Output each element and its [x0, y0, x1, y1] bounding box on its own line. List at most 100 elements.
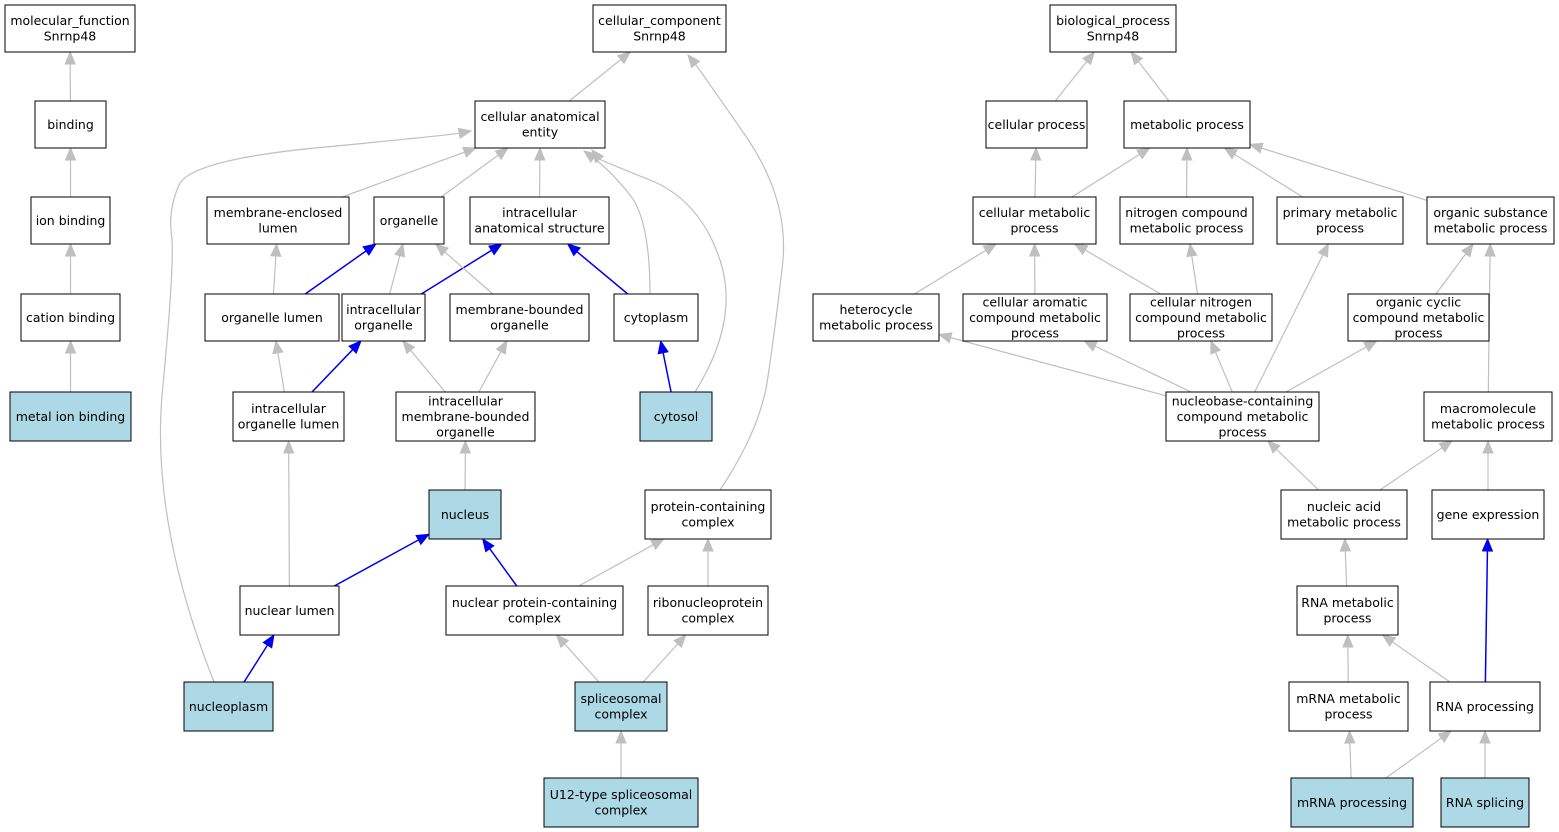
- arrowhead: [462, 146, 478, 158]
- edge-cmp-to-cell_proc: [1030, 146, 1042, 198]
- arrowhead: [488, 243, 503, 256]
- edge-line: [420, 249, 493, 295]
- arrowhead: [1363, 340, 1378, 353]
- term-node-cytosol[interactable]: cytosol: [639, 391, 713, 442]
- term-label-line: anatomical structure: [474, 221, 604, 236]
- arrowhead: [457, 127, 473, 139]
- term-node-ion-binding[interactable]: ion binding: [30, 196, 111, 245]
- term-label-line: intracellular: [251, 401, 327, 416]
- term-label-line: Snrnp48: [1087, 29, 1140, 44]
- term-box: [34, 100, 107, 149]
- edge-ias-to-cae: [534, 146, 546, 198]
- arrowhead: [1181, 146, 1193, 161]
- term-label-line: metabolic process: [819, 318, 933, 333]
- term-node-nucleus[interactable]: nucleus: [428, 489, 502, 540]
- edge-hmp-to-cmp: [914, 243, 998, 295]
- term-label-line: nucleus: [441, 507, 489, 522]
- term-label-line: heterocycle: [839, 302, 912, 317]
- edge-nbccmp-to-cncmp: [1210, 339, 1233, 393]
- term-label-line: process: [1316, 221, 1364, 236]
- edge-line: [1034, 158, 1037, 198]
- edge-nbccmp-to-cacmp: [1083, 340, 1192, 393]
- edge-ic_mbo-to-mbo: [478, 339, 508, 393]
- term-label-line: entity: [522, 125, 559, 140]
- term-node-cation-binding[interactable]: cation binding: [20, 293, 121, 342]
- edge-rnamp-to-namp: [1339, 537, 1352, 587]
- term-node-nuc-lumen[interactable]: nuclear lumen: [239, 585, 340, 636]
- edge-line: [243, 643, 269, 683]
- term-box: [644, 489, 772, 540]
- term-box: [183, 681, 274, 732]
- edge-ic_org_lumen-to-ic_org: [311, 340, 362, 393]
- arrowhead: [1438, 440, 1454, 453]
- arrowhead: [1344, 729, 1356, 744]
- arrowhead: [394, 242, 406, 258]
- edge-cation_binding-to-ion_binding: [64, 242, 77, 294]
- term-label-line: complex: [595, 707, 648, 722]
- edge-gene_expr-to-mmp: [1482, 439, 1494, 490]
- arrowhead: [534, 146, 546, 161]
- edge-line: [1233, 153, 1303, 198]
- term-label-line: membrane-bounded: [456, 302, 584, 317]
- edge-nbccmp-to-pmp: [1254, 242, 1329, 393]
- arrowhead: [1248, 142, 1264, 154]
- term-node-nucleoplasm[interactable]: nucleoplasm: [183, 681, 274, 732]
- term-label-line: compound metabolic: [1135, 310, 1267, 325]
- term-node-met-proc[interactable]: metabolic process: [1123, 100, 1251, 149]
- term-label-line: gene expression: [1437, 507, 1540, 522]
- arrowhead: [1484, 242, 1496, 257]
- edge-cae-to-cc: [568, 51, 632, 102]
- term-label-line: compound metabolic: [969, 310, 1101, 325]
- term-node-cell-proc[interactable]: cellular process: [985, 100, 1088, 149]
- term-node-metal-ion-binding[interactable]: metal ion binding: [9, 391, 132, 442]
- term-box: [1129, 293, 1273, 342]
- term-label-line: ion binding: [36, 213, 106, 228]
- term-node-mrna-proc[interactable]: mRNA processing: [1290, 777, 1414, 828]
- edge-line: [1260, 147, 1428, 201]
- term-node-gene-expr[interactable]: gene expression: [1431, 489, 1545, 540]
- term-node-org-lumen[interactable]: organelle lumen: [204, 293, 340, 342]
- term-node-rna-proc[interactable]: RNA processing: [1429, 681, 1541, 732]
- term-node-organelle[interactable]: organelle: [373, 196, 445, 245]
- arrowhead: [1266, 440, 1281, 454]
- arrowhead: [1210, 339, 1221, 355]
- edge-line: [575, 250, 629, 295]
- edge-line: [694, 63, 785, 491]
- term-node-rna-splicing[interactable]: RNA splicing: [1440, 777, 1530, 828]
- term-box: [574, 681, 668, 732]
- term-box: [204, 293, 340, 342]
- edge-rna_splicing-to-rna_proc: [1479, 729, 1491, 778]
- term-node-cytoplasm[interactable]: cytoplasm: [613, 293, 699, 342]
- term-label-line: cellular_component: [598, 13, 721, 28]
- term-node-binding[interactable]: binding: [34, 100, 107, 149]
